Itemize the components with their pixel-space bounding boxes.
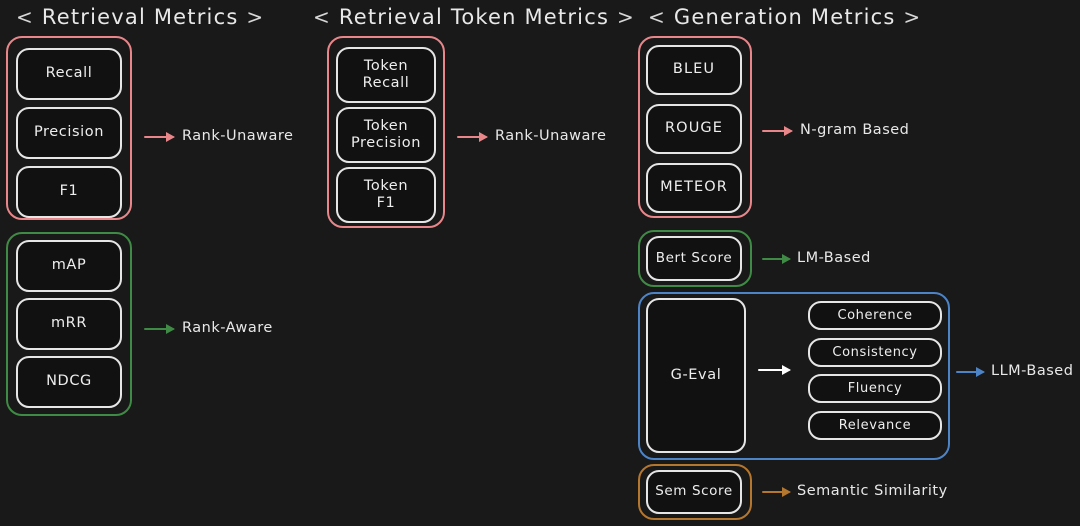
node-label: Bert Score: [655, 249, 733, 266]
node-meteor[interactable]: METEOR: [646, 163, 742, 213]
arrow-lm-based: [762, 258, 790, 260]
node-fluency[interactable]: Fluency: [808, 374, 942, 403]
node-label: Token F1: [364, 178, 408, 212]
node-mrr[interactable]: mRR: [16, 298, 122, 350]
node-g-eval[interactable]: G-Eval: [646, 298, 746, 453]
angle-bracket-close-icon: >: [246, 5, 265, 29]
column-title-retrieval-metrics: < Retrieval Metrics >: [16, 5, 264, 29]
node-ndcg[interactable]: NDCG: [16, 356, 122, 408]
angle-bracket-open-icon: <: [16, 5, 34, 29]
category-label-rank-aware-retrieval: Rank-Aware: [182, 320, 273, 336]
column-title-text: Retrieval Token Metrics: [338, 5, 610, 29]
column-title-generation-metrics: < Generation Metrics >: [648, 5, 921, 29]
node-coherence[interactable]: Coherence: [808, 301, 942, 330]
angle-bracket-close-icon: >: [903, 5, 922, 29]
category-label-lm-based: LM-Based: [797, 250, 871, 266]
node-token-precision[interactable]: Token Precision: [336, 107, 436, 163]
node-precision[interactable]: Precision: [16, 107, 122, 159]
arrow-ngram-based: [762, 130, 792, 132]
category-label-rank-unaware-token: Rank-Unaware: [495, 128, 607, 144]
node-label: Precision: [33, 124, 105, 141]
arrow-rank-aware-retrieval: [144, 328, 174, 330]
group-ngram-based: [638, 36, 752, 218]
node-sem-score[interactable]: Sem Score: [646, 470, 742, 514]
category-label-rank-unaware-retrieval: Rank-Unaware: [182, 128, 294, 144]
node-label-line-1: Token: [363, 57, 409, 74]
arrow-g-eval-to-dimensions: [758, 369, 790, 371]
angle-bracket-close-icon: >: [617, 5, 635, 29]
category-label-semantic-similarity: Semantic Similarity: [797, 483, 948, 499]
node-label: Sem Score: [655, 483, 733, 500]
node-label: NDCG: [46, 373, 92, 390]
node-label-line-2: F1: [376, 195, 396, 211]
node-label: Coherence: [837, 307, 913, 323]
node-label: Token Recall: [363, 58, 410, 92]
node-label: mRR: [50, 315, 88, 332]
category-label-llm-based: LLM-Based: [991, 363, 1074, 379]
arrow-rank-unaware-token: [457, 136, 487, 138]
node-label: Consistency: [832, 344, 918, 360]
arrow-rank-unaware-retrieval: [144, 136, 174, 138]
group-rank-unaware-token: [327, 36, 445, 228]
node-recall[interactable]: Recall: [16, 48, 122, 100]
column-title-text: Retrieval Metrics: [41, 5, 239, 29]
angle-bracket-open-icon: <: [313, 5, 331, 29]
group-semantic-similarity: [638, 464, 752, 520]
node-label: F1: [59, 183, 79, 200]
node-relevance[interactable]: Relevance: [808, 411, 942, 440]
node-consistency[interactable]: Consistency: [808, 338, 942, 367]
node-label: Fluency: [847, 380, 903, 396]
group-lm-based: [638, 230, 752, 287]
node-label-line-2: Precision: [350, 135, 422, 151]
arrow-llm-based: [956, 371, 984, 373]
node-label: ROUGE: [665, 120, 723, 137]
category-label-ngram-based: N-gram Based: [800, 122, 910, 138]
node-bleu[interactable]: BLEU: [646, 45, 742, 95]
node-label-line-2: Recall: [362, 75, 410, 91]
group-rank-unaware-retrieval: [6, 36, 132, 220]
node-label-line-1: Token: [363, 177, 409, 194]
node-label: G-Eval: [670, 366, 722, 383]
node-token-f1[interactable]: Token F1: [336, 167, 436, 223]
arrow-semantic-similarity: [762, 491, 790, 493]
angle-bracket-open-icon: <: [648, 5, 666, 29]
node-bert-score[interactable]: Bert Score: [646, 236, 742, 281]
group-llm-based: [638, 292, 950, 460]
node-label: Relevance: [838, 417, 912, 433]
node-label: Recall: [45, 65, 93, 82]
group-rank-aware-retrieval: [6, 232, 132, 416]
node-rouge[interactable]: ROUGE: [646, 104, 742, 154]
node-label: Token Precision: [351, 118, 421, 152]
node-label: mAP: [51, 257, 87, 274]
node-map[interactable]: mAP: [16, 240, 122, 292]
column-title-text: Generation Metrics: [673, 5, 896, 29]
column-title-retrieval-token-metrics: < Retrieval Token Metrics >: [313, 5, 635, 29]
node-label: BLEU: [672, 61, 716, 78]
node-label: METEOR: [660, 179, 728, 196]
node-token-recall[interactable]: Token Recall: [336, 47, 436, 103]
node-f1[interactable]: F1: [16, 166, 122, 218]
node-label-line-1: Token: [363, 117, 409, 134]
